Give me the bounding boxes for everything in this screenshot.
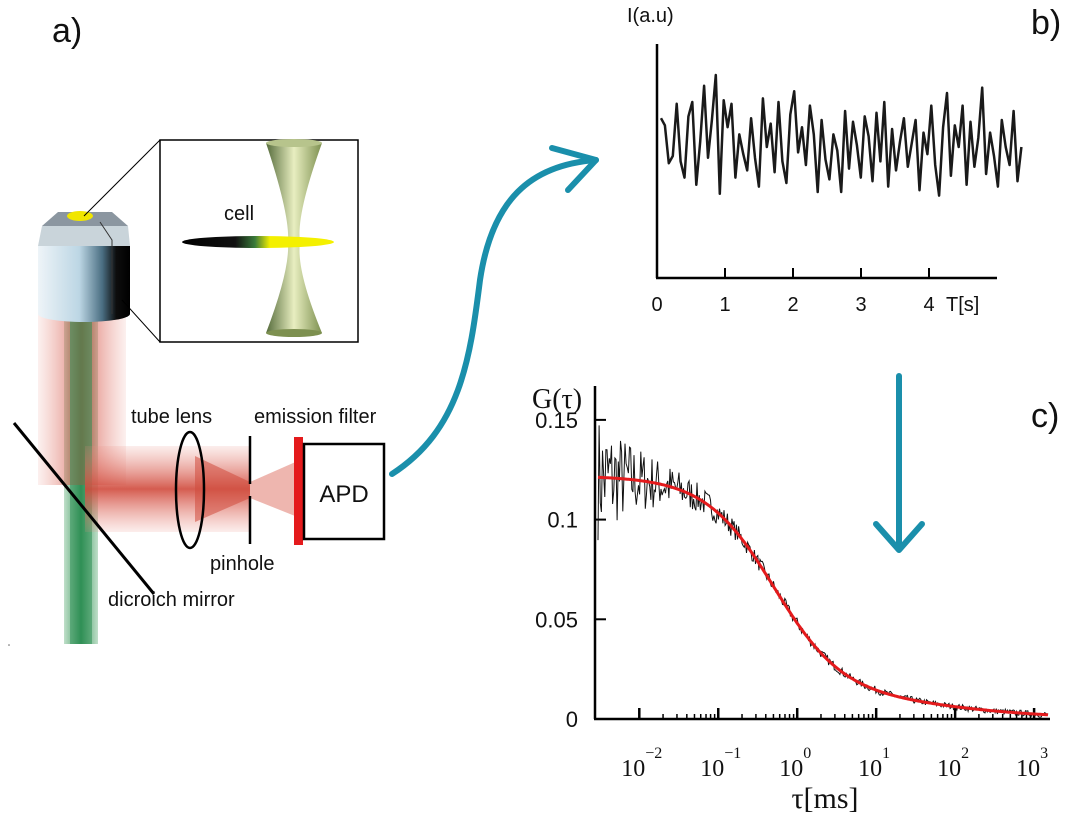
- arrow-to-trace: [389, 157, 599, 477]
- correlation-x-tick-base: 10: [1016, 756, 1040, 782]
- zoom-line-top: [83, 139, 161, 217]
- trace-x-tick-label: 4: [923, 294, 934, 316]
- correlation-y-tick-label: 0.05: [535, 607, 578, 632]
- trace-x-label: T[s]: [946, 294, 979, 316]
- cell-label: cell: [224, 203, 254, 225]
- cell-body: [182, 236, 334, 248]
- correlation-y-tick-label: 0: [566, 707, 578, 732]
- correlation-x-tick-exponent: 1: [882, 745, 890, 762]
- tube-lens: [174, 430, 206, 550]
- trace-x-tick-label: 0: [651, 294, 662, 316]
- correlation-x-label: τ[ms]: [791, 782, 858, 815]
- dichroic-mirror: [12, 422, 156, 595]
- green-beam-core: [70, 312, 92, 644]
- emission-filter-label: emission filter: [254, 406, 377, 428]
- red-beam-after-lens: [195, 456, 250, 522]
- correlation-x-tick-exponent: 2: [961, 745, 969, 762]
- correlation-x-tick-exponent: −2: [645, 745, 662, 762]
- dichroic-mirror-label: dicroich mirror: [108, 589, 235, 611]
- panel-label-a: a): [52, 12, 82, 50]
- trace-y-label: I(a.u): [627, 5, 674, 27]
- correlation-x-tick-base: 10: [700, 756, 724, 782]
- correlation-y-tick-label: 0.15: [535, 408, 578, 433]
- panel-label-b: b): [1031, 4, 1061, 42]
- correlation-x-tick-exponent: 3: [1040, 745, 1048, 762]
- correlation-x-tick-base: 10: [621, 756, 645, 782]
- trace-ticks: 0 1 2 3 4: [651, 268, 935, 316]
- correlation-x-tick-base: 10: [779, 756, 803, 782]
- correlation-x-tick-base: 10: [937, 756, 961, 782]
- emission-filter: [294, 437, 303, 545]
- trace-x-tick-label: 1: [719, 294, 730, 316]
- panel-label-c: c): [1031, 397, 1059, 435]
- arrow-to-trace-head: [549, 145, 599, 193]
- trace-x-tick-label: 2: [787, 294, 798, 316]
- apd-label: APD: [319, 481, 368, 508]
- correlation-y-label: G(τ): [532, 384, 582, 415]
- pinhole-label: pinhole: [210, 553, 275, 575]
- correlation-fit: [597, 475, 1049, 717]
- arrow-to-correlation-head: [873, 521, 925, 553]
- apd-detector: [302, 442, 386, 541]
- correlation-x-tick-exponent: −1: [724, 745, 741, 762]
- correlation-data: [597, 425, 1049, 718]
- correlation-x-tick-base: 10: [858, 756, 882, 782]
- objective-lens: [38, 211, 130, 322]
- zoom-line-bottom: [121, 299, 161, 343]
- correlation-y-tick-label: 0.1: [547, 508, 578, 533]
- intensity-trace: [659, 73, 1023, 197]
- correlation-x-tick-exponent: 0: [803, 745, 811, 762]
- trace-x-tick-label: 3: [855, 294, 866, 316]
- stray-dot: [8, 644, 10, 646]
- tube-lens-label: tube lens: [131, 406, 212, 428]
- red-beam-after-pinhole: [250, 460, 300, 518]
